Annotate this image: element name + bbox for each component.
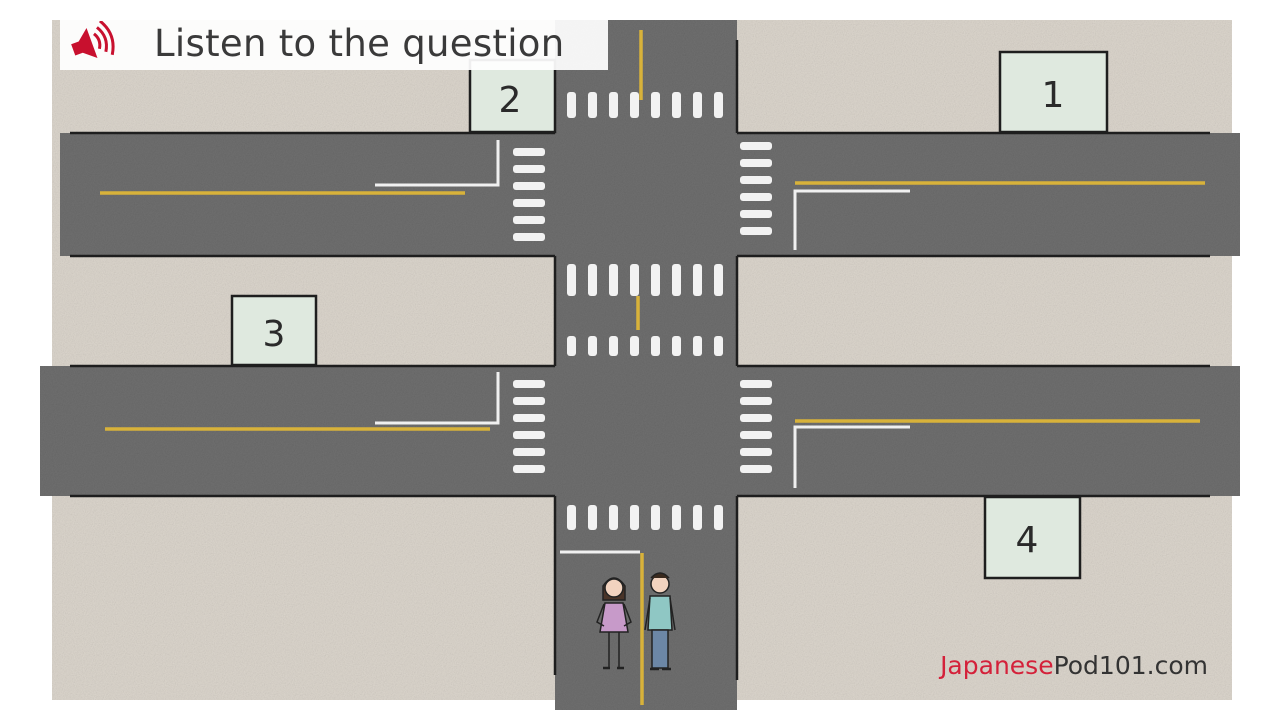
crosswalk-stripe: [672, 336, 681, 356]
building-3: 3: [230, 294, 318, 367]
crosswalk-stripe: [693, 92, 702, 118]
building-4: 4: [983, 495, 1082, 580]
crosswalk-stripe: [630, 92, 639, 118]
crosswalk-stripe: [588, 92, 597, 118]
crosswalk-stripe: [630, 336, 639, 356]
building-1-label: 1: [1042, 75, 1065, 116]
crosswalk-stripe: [740, 176, 772, 184]
crosswalk-stripe: [609, 505, 618, 530]
crosswalk-stripe: [714, 92, 723, 118]
crosswalk-stripe: [714, 336, 723, 356]
crosswalk-stripe: [740, 414, 772, 422]
man-figure: [644, 572, 676, 671]
crosswalk-stripe: [740, 210, 772, 218]
building-1: 1: [998, 50, 1109, 134]
road-network: [40, 20, 1240, 710]
crosswalk-stripe: [609, 336, 618, 356]
lane-lines: [100, 30, 1205, 705]
crosswalk-stripe: [567, 92, 576, 118]
building-4-label: 4: [1016, 520, 1039, 561]
crosswalk-stripe: [693, 505, 702, 530]
crosswalk-stripe: [513, 431, 545, 439]
crosswalk-stripe: [651, 505, 660, 530]
woman-figure: [596, 577, 632, 670]
crosswalk-stripe: [513, 182, 545, 190]
crosswalk-stripe: [672, 264, 681, 296]
crosswalk-stripe: [672, 92, 681, 118]
crosswalk-stripe: [740, 431, 772, 439]
crosswalk-stripe: [630, 505, 639, 530]
brand-part-japanese: Japanese: [940, 651, 1054, 680]
crosswalk-stripe: [740, 227, 772, 235]
crosswalk-stripe: [513, 216, 545, 224]
crosswalks: [513, 92, 772, 530]
crosswalk-stripe: [588, 336, 597, 356]
crosswalk-stripe: [567, 505, 576, 530]
header-title: Listen to the question: [154, 21, 565, 65]
crosswalk-stripe: [609, 264, 618, 296]
brand-logo: JapanesePod101.com: [940, 651, 1208, 680]
crosswalk-stripe: [588, 264, 597, 296]
speaker-sound-icon[interactable]: [60, 16, 124, 70]
crosswalk-stripe: [513, 199, 545, 207]
crosswalk-stripe: [513, 165, 545, 173]
road-vertical: [555, 20, 737, 710]
building-3-label: 3: [263, 314, 286, 355]
crosswalk-stripe: [740, 448, 772, 456]
crosswalk-stripe: [567, 336, 576, 356]
crosswalk-stripe: [609, 92, 618, 118]
crosswalk-stripe: [740, 159, 772, 167]
crosswalk-stripe: [672, 505, 681, 530]
crosswalk-stripe: [740, 142, 772, 150]
crosswalk-stripe: [513, 148, 545, 156]
crosswalk-stripe: [740, 465, 772, 473]
crosswalk-stripe: [740, 380, 772, 388]
crosswalk-stripe: [630, 264, 639, 296]
crosswalk-stripe: [513, 233, 545, 241]
crosswalk-stripe: [740, 193, 772, 201]
crosswalk-stripe: [513, 397, 545, 405]
crosswalk-stripe: [693, 336, 702, 356]
crosswalk-stripe: [651, 336, 660, 356]
brand-part-pod: Pod101.com: [1053, 651, 1208, 680]
crosswalk-stripe: [513, 465, 545, 473]
crosswalk-stripe: [513, 380, 545, 388]
crosswalk-stripe: [513, 448, 545, 456]
crosswalk-stripe: [588, 505, 597, 530]
crosswalk-stripe: [693, 264, 702, 296]
crosswalk-stripe: [740, 397, 772, 405]
crosswalk-stripe: [567, 264, 576, 296]
question-header: Listen to the question: [60, 16, 608, 70]
building-2-label: 2: [499, 80, 522, 121]
crosswalk-stripe: [714, 264, 723, 296]
crosswalk-stripe: [651, 92, 660, 118]
crosswalk-stripe: [651, 264, 660, 296]
crosswalk-stripe: [513, 414, 545, 422]
stop-lines: [375, 140, 910, 554]
crosswalk-stripe: [714, 505, 723, 530]
building-2: 2: [468, 58, 557, 134]
